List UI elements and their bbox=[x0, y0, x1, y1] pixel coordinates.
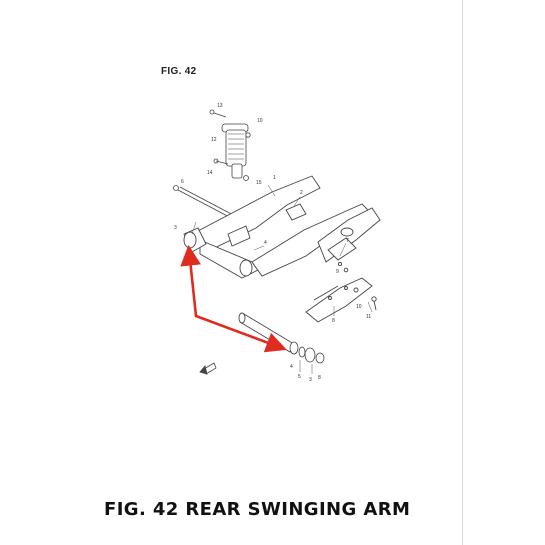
callout-label: 2 bbox=[300, 190, 303, 196]
callout-label: 4 bbox=[264, 240, 267, 246]
bearing-stack bbox=[289, 341, 325, 364]
arrow-up-to-front-pivot bbox=[180, 244, 201, 318]
callout-label: 4 bbox=[290, 364, 293, 370]
callout-label: 5 bbox=[298, 374, 301, 380]
swingarm-body bbox=[183, 175, 381, 279]
callout-label: 8 bbox=[332, 318, 335, 324]
callout-label: 15 bbox=[256, 180, 262, 186]
callout-label: 10 bbox=[356, 304, 362, 310]
pivot-bolt bbox=[173, 185, 238, 221]
figure-caption: FIG. 42 REAR SWINGING ARM bbox=[104, 499, 411, 520]
callout-label: 10 bbox=[257, 118, 263, 124]
leader-lines bbox=[191, 184, 373, 374]
callout-label: 9 bbox=[336, 269, 339, 275]
figure-label: FIG. 42 bbox=[161, 66, 197, 77]
callout-label: 8 bbox=[318, 375, 321, 381]
lower-pivot-shaft bbox=[238, 312, 295, 353]
callout-numbers: 13 12 10 14 15 6 1 3 4 2 7 9 8 10 11 4 5… bbox=[174, 103, 371, 383]
page-edge-rule bbox=[462, 0, 463, 545]
callout-label: 7 bbox=[346, 238, 349, 244]
rear-shock-absorber bbox=[209, 109, 251, 181]
callout-label: 1 bbox=[273, 175, 276, 181]
callout-label: 3 bbox=[309, 377, 312, 383]
arrow-down-to-rear-pivot bbox=[194, 314, 287, 353]
callout-label: 11 bbox=[366, 314, 371, 320]
chain-guard bbox=[305, 261, 377, 323]
callout-label: 14 bbox=[207, 170, 213, 176]
callout-label: 12 bbox=[211, 137, 217, 143]
highlight-arrows bbox=[180, 244, 287, 353]
callout-label: 13 bbox=[217, 103, 223, 109]
callout-label: 3 bbox=[174, 225, 177, 231]
front-direction-icon bbox=[199, 362, 217, 375]
callout-label: 6 bbox=[181, 179, 184, 185]
